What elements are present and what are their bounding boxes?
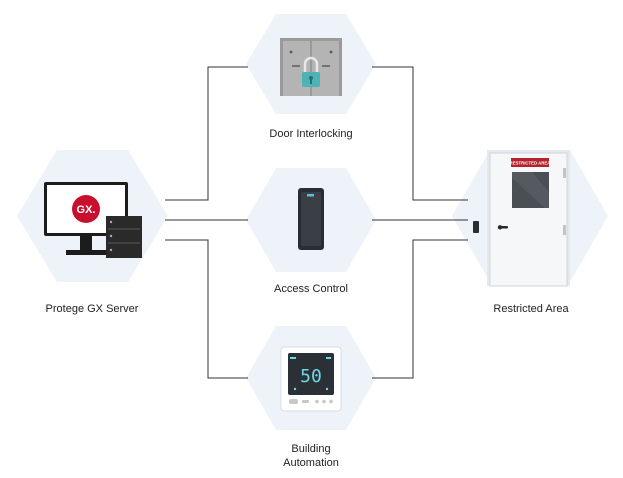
building-label-line1: Building: [291, 443, 331, 455]
door-access-reader: [473, 221, 479, 233]
line-server-building: [165, 239, 248, 379]
building-label-line2: Automation: [283, 457, 339, 469]
restricted-sign-text: RESTRICTED AREA: [510, 161, 551, 166]
padlock-shackle: [303, 56, 319, 74]
server-tower-icon: [106, 216, 142, 258]
card-reader-icon: [298, 188, 324, 250]
line-door-restricted: [372, 66, 468, 201]
thermostat-display: 50: [300, 366, 322, 387]
access-label: Access Control: [274, 283, 348, 295]
restricted-sign: [511, 158, 549, 167]
gx-logo-text: GX.: [77, 204, 96, 216]
line-building-restricted: [372, 239, 468, 379]
restricted-label: Restricted Area: [493, 303, 569, 315]
door-interlock-icon: [280, 38, 342, 96]
gx-logo-icon: [72, 195, 100, 223]
thermostat-icon: 50: [280, 346, 342, 412]
server-icon: GX.: [44, 182, 142, 258]
server-label: Protege GX Server: [45, 303, 139, 315]
line-server-door: [165, 66, 248, 201]
connection-lines: [165, 66, 468, 379]
door-label: Door Interlocking: [269, 128, 353, 140]
restricted-door-icon: RESTRICTED AREA: [473, 150, 570, 287]
